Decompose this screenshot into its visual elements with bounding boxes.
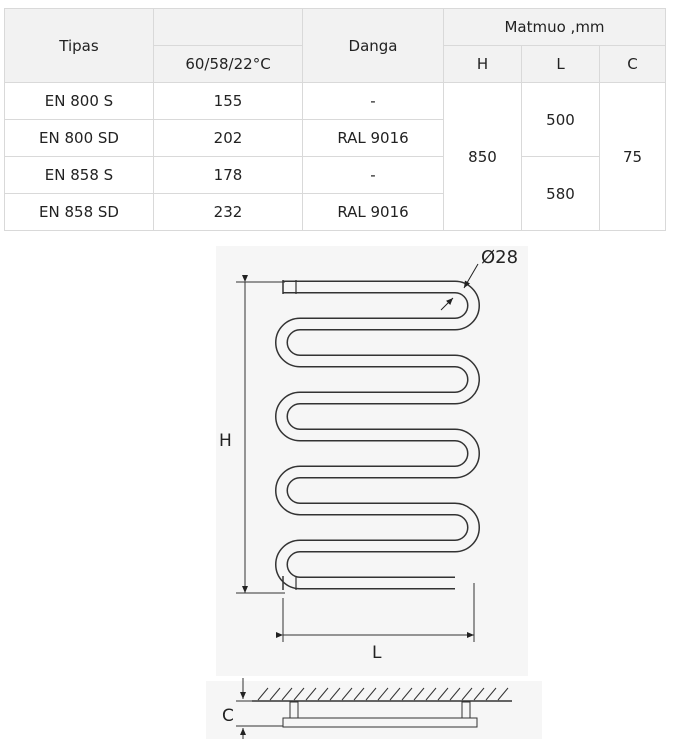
cell-coating: RAL 9016 bbox=[302, 119, 444, 157]
h-dimension bbox=[236, 275, 285, 594]
h-label: H bbox=[219, 431, 232, 451]
cell-l-value: 500 bbox=[521, 82, 600, 157]
diameter-callout bbox=[440, 263, 479, 311]
cell-power: 202 bbox=[153, 119, 303, 157]
header-l: L bbox=[521, 45, 600, 83]
cell-type: EN 800 S bbox=[4, 82, 154, 120]
cell-power: 232 bbox=[153, 193, 303, 231]
spec-table: Tipas Danga Matmuo ,mm 60/58/22°C H L C … bbox=[4, 8, 667, 231]
header-dimensions: Matmuo ,mm bbox=[442, 8, 667, 46]
cell-coating: RAL 9016 bbox=[302, 193, 444, 231]
cell-type: EN 800 SD bbox=[4, 119, 154, 157]
table-header-row-2: 60/58/22°C H L C bbox=[5, 45, 667, 83]
header-type: Tipas bbox=[4, 8, 154, 83]
l-label: L bbox=[372, 643, 382, 663]
radiator-tube bbox=[275, 280, 480, 590]
table-header-row-1: Tipas Danga Matmuo ,mm bbox=[4, 8, 667, 83]
diameter-label: Ø28 bbox=[481, 247, 518, 268]
c-label: C bbox=[222, 706, 234, 726]
c-dimension bbox=[236, 678, 283, 739]
cell-power: 155 bbox=[153, 82, 303, 120]
header-c: C bbox=[598, 45, 667, 83]
l-dimension bbox=[276, 583, 475, 642]
table-row: EN 858 S 178 - 580 bbox=[4, 156, 666, 231]
cell-c-value: 75 bbox=[598, 82, 667, 231]
cell-l-value: 580 bbox=[521, 156, 600, 231]
wall-section bbox=[252, 687, 512, 728]
drawing-panel bbox=[216, 246, 528, 676]
table-row: EN 858 SD 232 RAL 9016 bbox=[4, 193, 666, 231]
table-row: EN 800 SD 202 RAL 9016 bbox=[4, 119, 666, 157]
header-coating: Danga bbox=[302, 8, 444, 83]
header-power: 60/58/22°C bbox=[153, 45, 303, 83]
